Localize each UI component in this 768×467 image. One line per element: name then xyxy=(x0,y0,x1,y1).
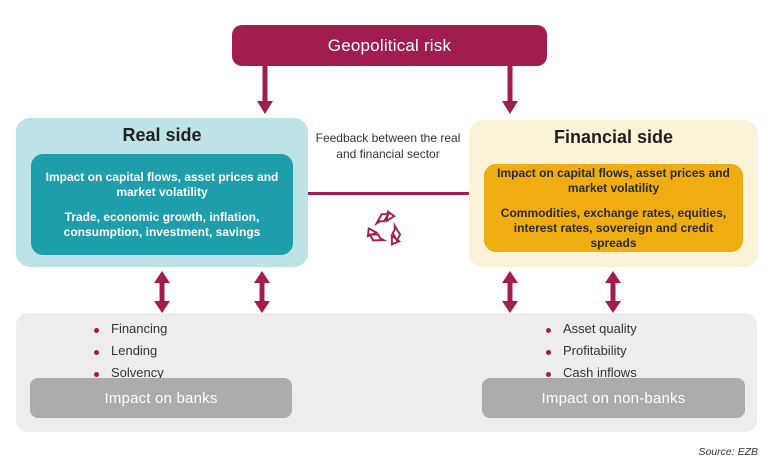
bullet-label: Financing xyxy=(111,321,168,336)
bullet-item: Lending xyxy=(94,343,167,365)
real-side-impact-text: Impact on capital flows, asset prices an… xyxy=(45,169,279,199)
source-note: Source: EZB xyxy=(698,446,758,458)
bullet-label: Solvency xyxy=(111,365,164,380)
bullet-dot-icon xyxy=(94,350,99,355)
bullet-item: Cash inflows xyxy=(546,365,637,387)
impact-on-non-banks-label: Impact on non-banks xyxy=(541,389,686,407)
non-banks-bullet-list: Asset quality Profitability Cash inflows xyxy=(546,321,637,387)
double-arrow-icon xyxy=(605,271,621,313)
double-arrow-icon xyxy=(254,271,270,313)
real-side-detail-box: Impact on capital flows, asset prices an… xyxy=(31,154,293,255)
financial-side-panel: Financial side Impact on capital flows, … xyxy=(469,120,758,267)
bullet-item: Solvency xyxy=(94,365,167,387)
impact-on-non-banks-box: Impact on non-banks xyxy=(482,378,745,418)
impact-on-banks-box: Impact on banks xyxy=(30,378,292,418)
bullet-label: Asset quality xyxy=(563,321,637,336)
bullet-dot-icon xyxy=(546,350,551,355)
geopolitical-risk-box: Geopolitical risk xyxy=(232,25,547,66)
bullet-label: Lending xyxy=(111,343,158,358)
down-arrow-icon xyxy=(502,66,518,114)
impact-on-banks-label: Impact on banks xyxy=(104,389,218,407)
financial-side-title: Financial side xyxy=(553,127,674,147)
bullet-item: Asset quality xyxy=(546,321,637,343)
financial-side-detail-box: Impact on capital flows, asset prices an… xyxy=(484,164,743,252)
financial-side-channels-text: Commodities, exchange rates, equities, i… xyxy=(500,205,727,250)
geopolitical-risk-label: Geopolitical risk xyxy=(327,35,452,55)
feedback-label: Feedback between the real and financial … xyxy=(315,131,461,161)
bullet-item: Financing xyxy=(94,321,167,343)
double-arrow-icon xyxy=(154,271,170,313)
bullet-dot-icon xyxy=(94,372,99,377)
banks-bullet-list: Financing Lending Solvency xyxy=(94,321,167,387)
real-side-title: Real side xyxy=(122,125,202,145)
bullet-label: Cash inflows xyxy=(563,365,637,380)
financial-side-impact-text: Impact on capital flows, asset prices an… xyxy=(497,165,730,195)
bullet-item: Profitability xyxy=(546,343,637,365)
bullet-label: Profitability xyxy=(563,343,627,358)
bullet-dot-icon xyxy=(546,372,551,377)
double-arrow-icon xyxy=(502,271,518,313)
down-arrow-icon xyxy=(257,66,273,114)
real-side-channels-text: Trade, economic growth, inflation, consu… xyxy=(63,209,261,239)
recycle-icon xyxy=(366,209,402,246)
bullet-dot-icon xyxy=(94,328,99,333)
feedback-connector-line xyxy=(308,192,469,195)
real-side-panel: Real side Impact on capital flows, asset… xyxy=(16,118,308,267)
bullet-dot-icon xyxy=(546,328,551,333)
